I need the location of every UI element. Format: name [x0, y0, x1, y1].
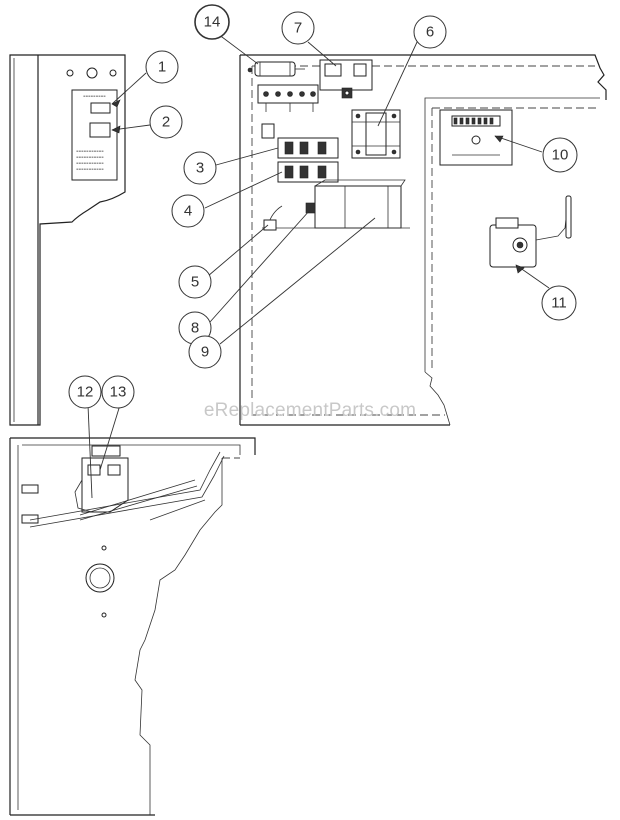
- svg-text:14: 14: [204, 14, 221, 31]
- svg-text:≡≡≡≡≡≡≡≡≡≡≡: ≡≡≡≡≡≡≡≡≡≡≡: [76, 167, 104, 171]
- svg-text:≡≡≡≡≡≡≡≡≡≡≡: ≡≡≡≡≡≡≡≡≡≡≡: [76, 161, 104, 165]
- svg-text:≡≡≡≡≡≡≡≡≡≡≡: ≡≡≡≡≡≡≡≡≡≡≡: [76, 149, 104, 153]
- terminal-strip: [257, 84, 319, 112]
- svg-text:5: 5: [191, 274, 199, 291]
- part-6-contactor: [351, 109, 401, 159]
- callout-11: 11: [541, 285, 577, 321]
- arrowhead-10: [494, 135, 504, 143]
- part-3-terminal-block: [277, 137, 339, 159]
- part-5-capacitor: [263, 205, 283, 231]
- arrowhead-2: [111, 125, 121, 134]
- callout-14: 14: [194, 4, 230, 40]
- part-11-gas-valve: [489, 195, 572, 268]
- callout-2: 2: [149, 105, 183, 139]
- callout-12: 12: [68, 375, 102, 409]
- svg-text:≡≡≡≡≡≡≡≡≡≡≡: ≡≡≡≡≡≡≡≡≡≡≡: [76, 155, 104, 159]
- part-12-13-switch-assembly: [74, 445, 129, 513]
- callout-13: 13: [101, 375, 135, 409]
- svg-text:9: 9: [201, 344, 209, 361]
- access-panel: ≡≡≡≡≡≡≡≡≡ ≡≡≡≡≡≡≡≡≡≡≡ ≡≡≡≡≡≡≡≡≡≡≡ ≡≡≡≡≡≡…: [9, 54, 126, 426]
- svg-text:1: 1: [158, 59, 166, 76]
- callout-9: 9: [188, 335, 222, 369]
- svg-text:3: 3: [196, 160, 204, 177]
- svg-text:6: 6: [426, 24, 434, 41]
- svg-text:4: 4: [184, 203, 192, 220]
- part-8-fitting: [305, 202, 316, 214]
- svg-text:11: 11: [551, 295, 567, 312]
- svg-text:≡≡≡≡≡≡≡≡≡: ≡≡≡≡≡≡≡≡≡: [83, 94, 106, 98]
- part-7-relay: [319, 59, 373, 99]
- part-4-terminal-block: [277, 161, 339, 183]
- svg-text:2: 2: [162, 114, 170, 131]
- control-box: [239, 54, 607, 426]
- leader-lines: [87, 33, 550, 499]
- svg-text:12: 12: [77, 384, 94, 401]
- svg-text:10: 10: [552, 147, 569, 164]
- part-14-fuse: [247, 61, 305, 77]
- lower-cabinet: [9, 437, 256, 816]
- callout-5: 5: [178, 265, 212, 299]
- arrowhead-1: [111, 99, 121, 108]
- arrowhead-11: [515, 264, 525, 274]
- callout-7: 7: [281, 11, 315, 45]
- part-9-transformer: [262, 179, 410, 229]
- callout-6: 6: [413, 15, 447, 49]
- tubing: [29, 451, 225, 528]
- svg-text:7: 7: [294, 20, 302, 37]
- callout-4: 4: [171, 194, 205, 228]
- svg-text:13: 13: [110, 384, 127, 401]
- watermark: eReplacementParts.com: [203, 400, 417, 421]
- callout-10: 10: [542, 137, 578, 173]
- svg-text:8: 8: [191, 320, 199, 337]
- callout-3: 3: [183, 151, 217, 185]
- callout-1: 1: [145, 50, 179, 84]
- small-switch: [261, 123, 275, 139]
